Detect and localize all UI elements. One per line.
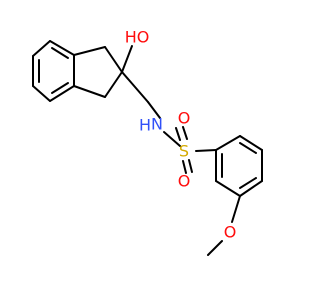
sulfonyl-oxygens: O O — [175, 109, 193, 191]
o-methyl-bond — [207, 240, 223, 256]
sulfur-label: S — [179, 142, 189, 161]
molecule-canvas: HO N H S O O O — [32, 28, 263, 256]
c-ch2-bond — [121, 71, 149, 103]
aryl-o-bond — [231, 195, 241, 223]
methoxybenzene-ring — [215, 135, 263, 197]
s-aryl-bond — [195, 149, 217, 152]
methoxy-oxygen-label: O — [224, 223, 237, 242]
nitrogen-hydrogen-label: H — [139, 116, 151, 135]
n-s-bond — [163, 131, 181, 147]
c-oh-bond — [121, 45, 133, 73]
nitrogen-label: N — [151, 115, 163, 134]
indane-benzene-ring — [32, 40, 75, 102]
cyclopentane-ring — [73, 46, 123, 98]
hydroxyl-label: HO — [125, 28, 150, 47]
ch2-n-bond — [147, 101, 161, 119]
structure-drawing: HO N H S O O O — [32, 28, 263, 256]
sulfonyl-oxygen-bottom: O — [178, 172, 191, 191]
sulfonyl-oxygen-top: O — [178, 109, 191, 128]
